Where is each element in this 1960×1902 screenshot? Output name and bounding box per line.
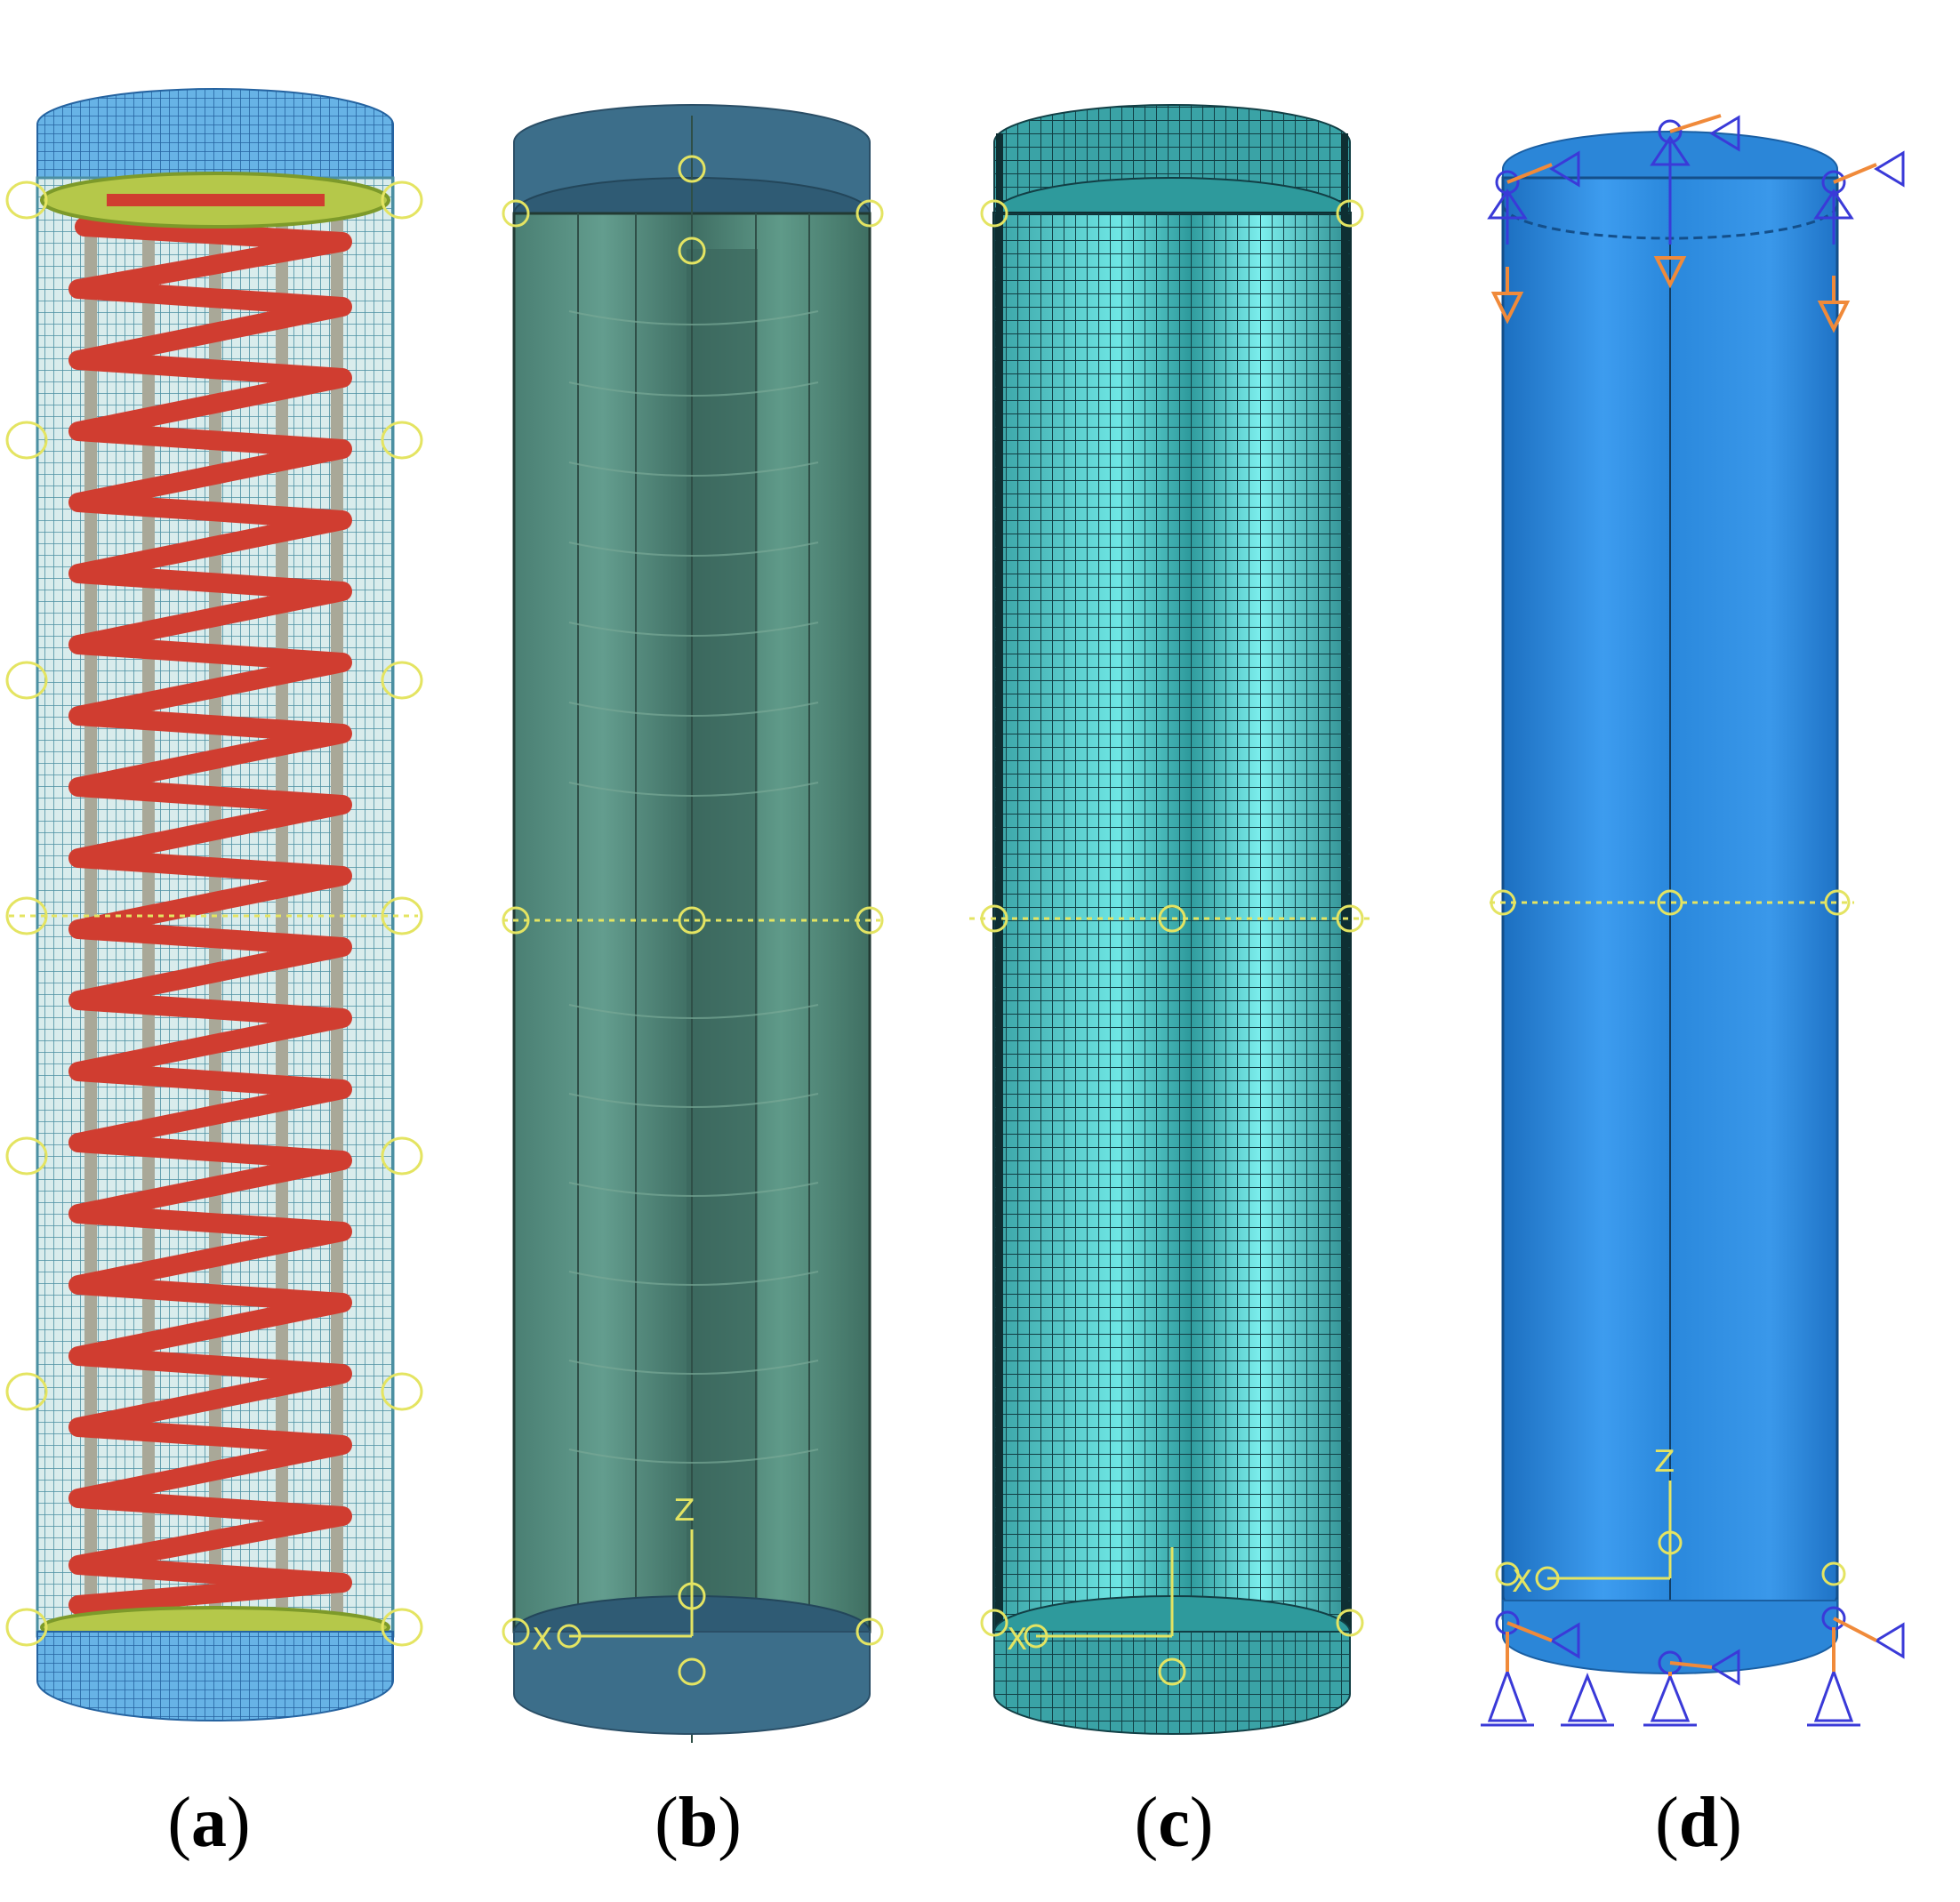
caption-b: (b): [655, 1784, 742, 1862]
panel-a-construction-points: [5, 181, 423, 1647]
panel-b-construction-points: [502, 155, 884, 1686]
panel-d: Z X: [1481, 114, 1905, 1727]
panel-c: X: [969, 104, 1374, 1735]
panel-b: Z X: [502, 104, 884, 1743]
caption-c-letter: c: [1158, 1784, 1190, 1862]
panel-b-z-label: Z: [674, 1493, 695, 1529]
caption-a-letter: a: [191, 1784, 227, 1862]
caption-a: (a): [167, 1784, 251, 1862]
panel-d-x-label: X: [1512, 1564, 1532, 1600]
panel-b-x-label: X: [532, 1622, 552, 1657]
panel-d-bottom-cap: [1502, 1600, 1838, 1674]
caption-d-letter: d: [1678, 1784, 1719, 1862]
panel-a-spiral: [68, 217, 352, 1615]
panel-d-z-label: Z: [1654, 1444, 1675, 1480]
panel-d-top-supports: [1487, 114, 1905, 333]
panel-a-bottom-cap: [36, 1631, 394, 1721]
panel-b-axis-triad: [557, 1529, 694, 1649]
panel-c-construction-points: [969, 199, 1374, 1686]
panel-a: [5, 88, 423, 1721]
panel-a-top-cap: [36, 88, 394, 188]
panel-c-x-label: X: [1007, 1622, 1027, 1657]
panel-d-construction-points: [1490, 889, 1854, 1591]
panel-d-bottom-supports: [1481, 1606, 1905, 1727]
panel-c-mesh: [994, 213, 1350, 1632]
caption-d: (d): [1655, 1784, 1742, 1862]
caption-b-letter: b: [678, 1784, 719, 1862]
caption-c: (c): [1134, 1784, 1214, 1862]
